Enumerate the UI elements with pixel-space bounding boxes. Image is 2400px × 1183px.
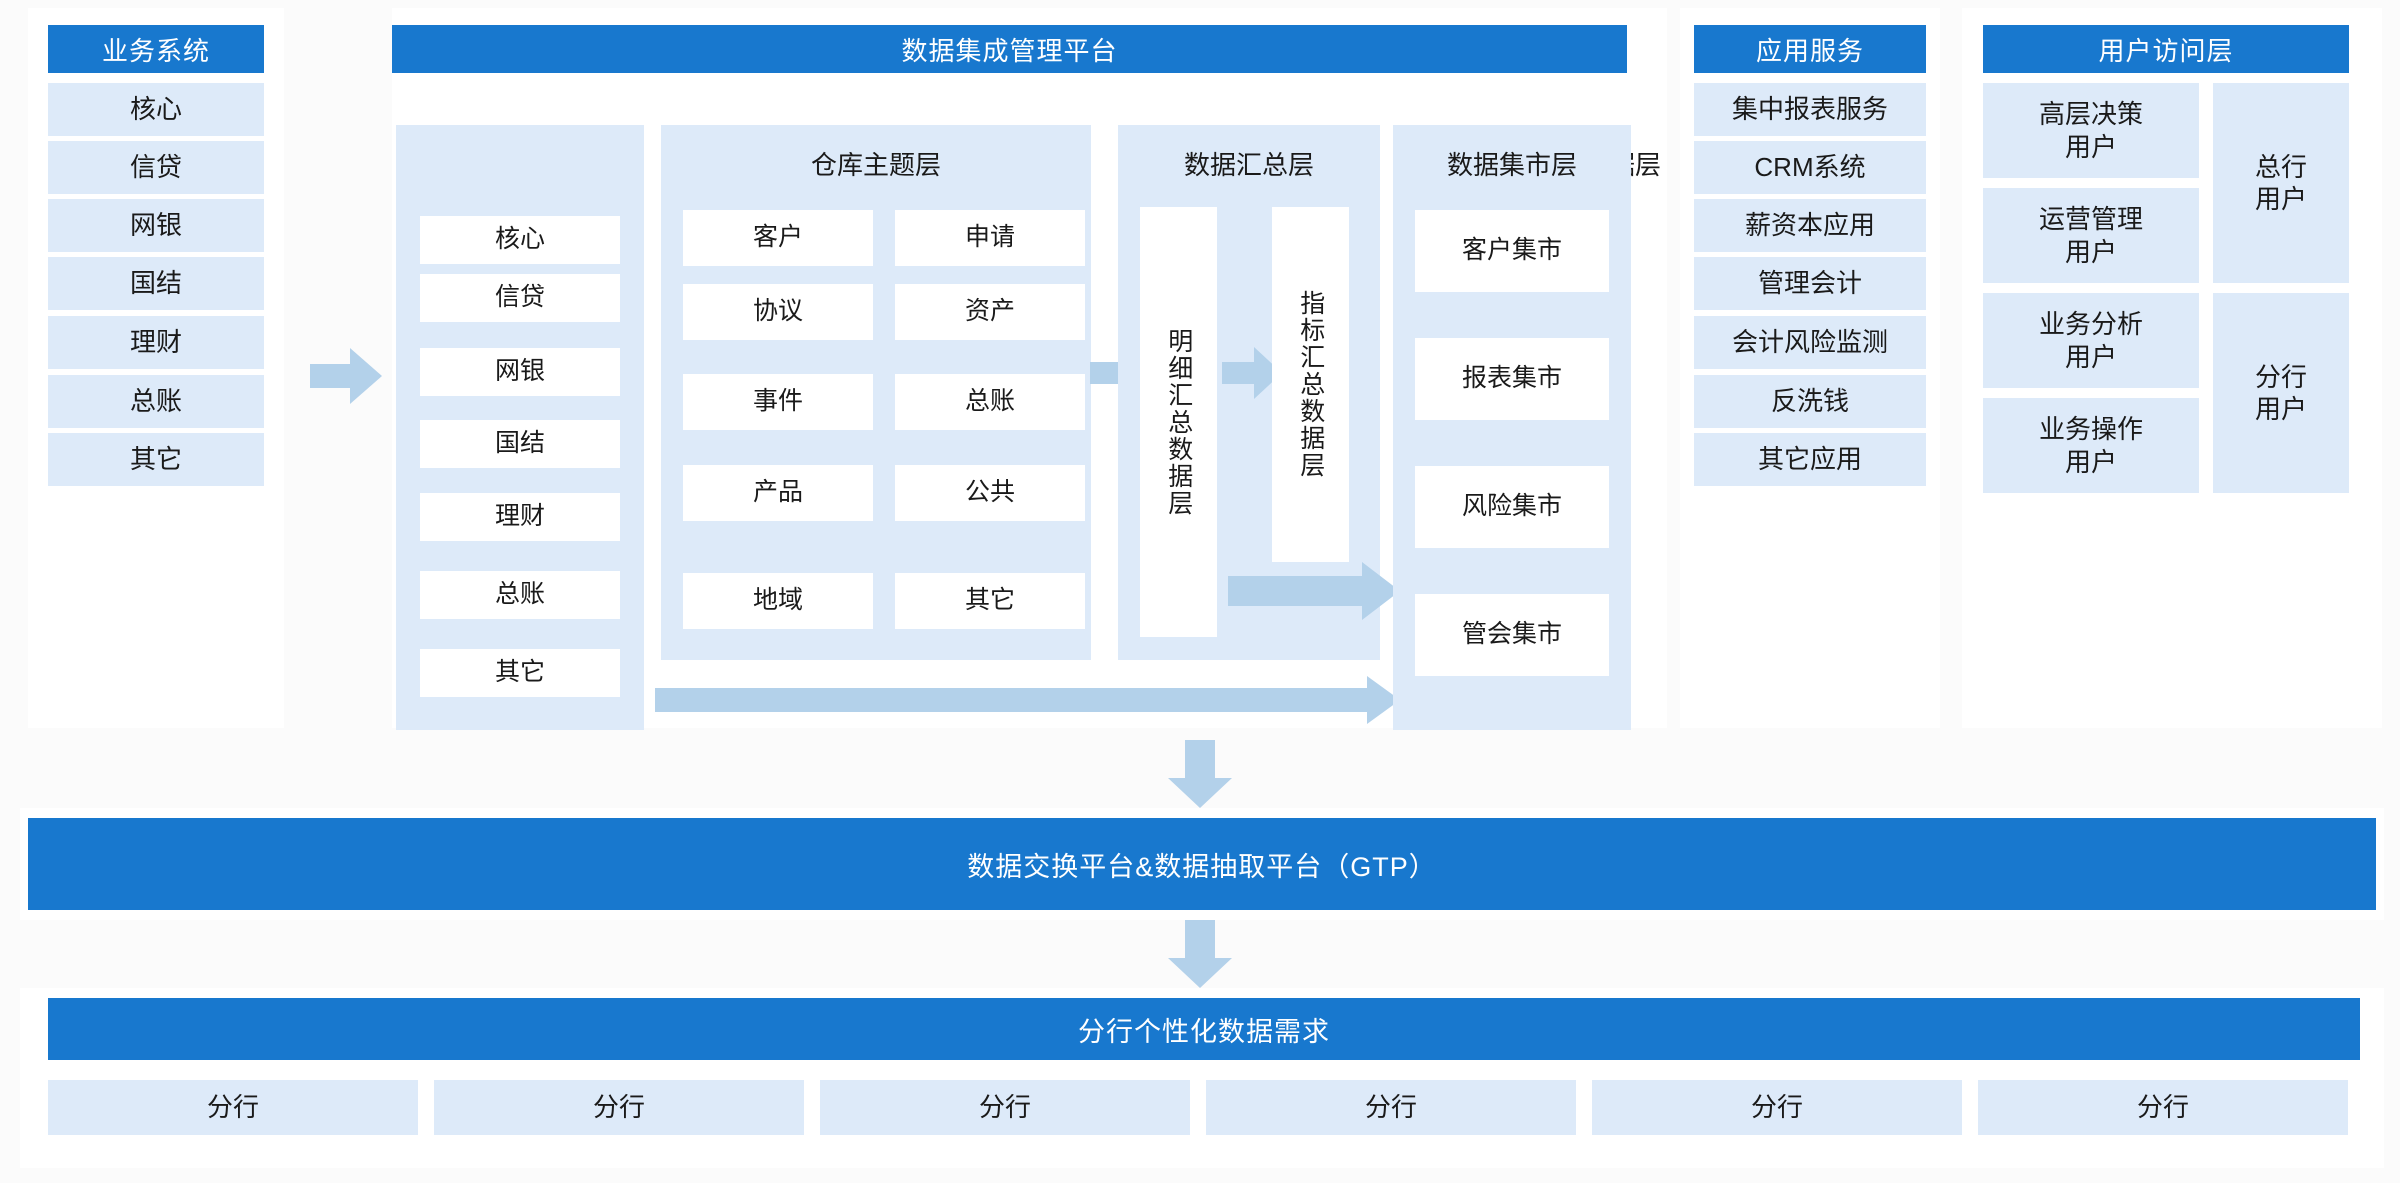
branch-item[interactable]: 分行 [1592, 1080, 1962, 1135]
source-layer-item[interactable]: 国结 [420, 420, 620, 468]
user-group-item[interactable]: 总行 用户 [2213, 83, 2349, 283]
business-system-item[interactable]: 其它 [48, 433, 264, 486]
source-layer-item[interactable]: 网银 [420, 348, 620, 396]
branch-item[interactable]: 分行 [820, 1080, 1190, 1135]
mart-item[interactable]: 管会集市 [1415, 594, 1609, 676]
branch-item[interactable]: 分行 [1206, 1080, 1576, 1135]
business-system-item[interactable]: 网银 [48, 199, 264, 252]
business-system-item[interactable]: 核心 [48, 83, 264, 136]
user-role-item[interactable]: 运营管理 用户 [1983, 188, 2199, 283]
business-system-item[interactable]: 信贷 [48, 141, 264, 194]
warehouse-item[interactable]: 协议 [683, 284, 873, 340]
user-access-header: 用户访问层 [1983, 25, 2349, 73]
metric-summary-box[interactable]: 指标汇总数据层 [1272, 207, 1349, 562]
detail-summary-box[interactable]: 明细汇总数据层 [1140, 207, 1217, 637]
business-systems-header: 业务系统 [48, 25, 264, 73]
mart-item[interactable]: 客户集市 [1415, 210, 1609, 292]
business-system-item[interactable]: 理财 [48, 316, 264, 369]
source-layer-item[interactable]: 信贷 [420, 274, 620, 322]
user-group-item[interactable]: 分行 用户 [2213, 293, 2349, 493]
branch-item[interactable]: 分行 [434, 1080, 804, 1135]
app-service-item[interactable]: 薪资本应用 [1694, 199, 1926, 252]
mart-item[interactable]: 风险集市 [1415, 466, 1609, 548]
warehouse-item[interactable]: 总账 [895, 374, 1085, 430]
user-role-item[interactable]: 业务分析 用户 [1983, 293, 2199, 388]
warehouse-item[interactable]: 其它 [895, 573, 1085, 629]
mart-layer-title: 数据集市层 [1446, 150, 1577, 180]
business-system-item[interactable]: 国结 [48, 257, 264, 310]
mart-item[interactable]: 报表集市 [1415, 338, 1609, 420]
business-system-item[interactable]: 总账 [48, 375, 264, 428]
source-layer-item[interactable]: 核心 [420, 216, 620, 264]
source-layer-item[interactable]: 其它 [420, 649, 620, 697]
arrow-platform-to-exchange [1166, 740, 1234, 808]
warehouse-item[interactable]: 公共 [895, 465, 1085, 521]
source-layer-item[interactable]: 理财 [420, 493, 620, 541]
exchange-bar: 数据交换平台&数据抽取平台（GTP） [28, 818, 2376, 910]
app-service-item[interactable]: 反洗钱 [1694, 375, 1926, 428]
warehouse-layer-title: 仓库主题层 [810, 150, 941, 180]
summary-layer-title: 数据汇总层 [1183, 150, 1314, 180]
warehouse-item[interactable]: 资产 [895, 284, 1085, 340]
source-layer-item[interactable]: 总账 [420, 571, 620, 619]
arrow-warehouse-to-mart [655, 676, 1400, 724]
arrow-detail-to-metric [1222, 345, 1282, 401]
branch-item[interactable]: 分行 [48, 1080, 418, 1135]
warehouse-item[interactable]: 事件 [683, 374, 873, 430]
warehouse-item[interactable]: 申请 [895, 210, 1085, 266]
app-service-item[interactable]: CRM系统 [1694, 141, 1926, 194]
app-services-header: 应用服务 [1694, 25, 1926, 73]
app-service-item[interactable]: 集中报表服务 [1694, 83, 1926, 136]
branch-item[interactable]: 分行 [1978, 1080, 2348, 1135]
arrow-business-to-platform [310, 345, 382, 407]
app-service-item[interactable]: 管理会计 [1694, 257, 1926, 310]
user-role-item[interactable]: 高层决策 用户 [1983, 83, 2199, 178]
warehouse-item[interactable]: 产品 [683, 465, 873, 521]
platform-header: 数据集成管理平台 [392, 25, 1627, 73]
warehouse-item[interactable]: 客户 [683, 210, 873, 266]
arrow-exchange-to-branch [1166, 920, 1234, 988]
app-service-item[interactable]: 会计风险监测 [1694, 316, 1926, 369]
app-service-item[interactable]: 其它应用 [1694, 433, 1926, 486]
arrow-summary-to-mart [1228, 562, 1400, 620]
warehouse-item[interactable]: 地域 [683, 573, 873, 629]
branch-bar: 分行个性化数据需求 [48, 998, 2360, 1060]
user-role-item[interactable]: 业务操作 用户 [1983, 398, 2199, 493]
